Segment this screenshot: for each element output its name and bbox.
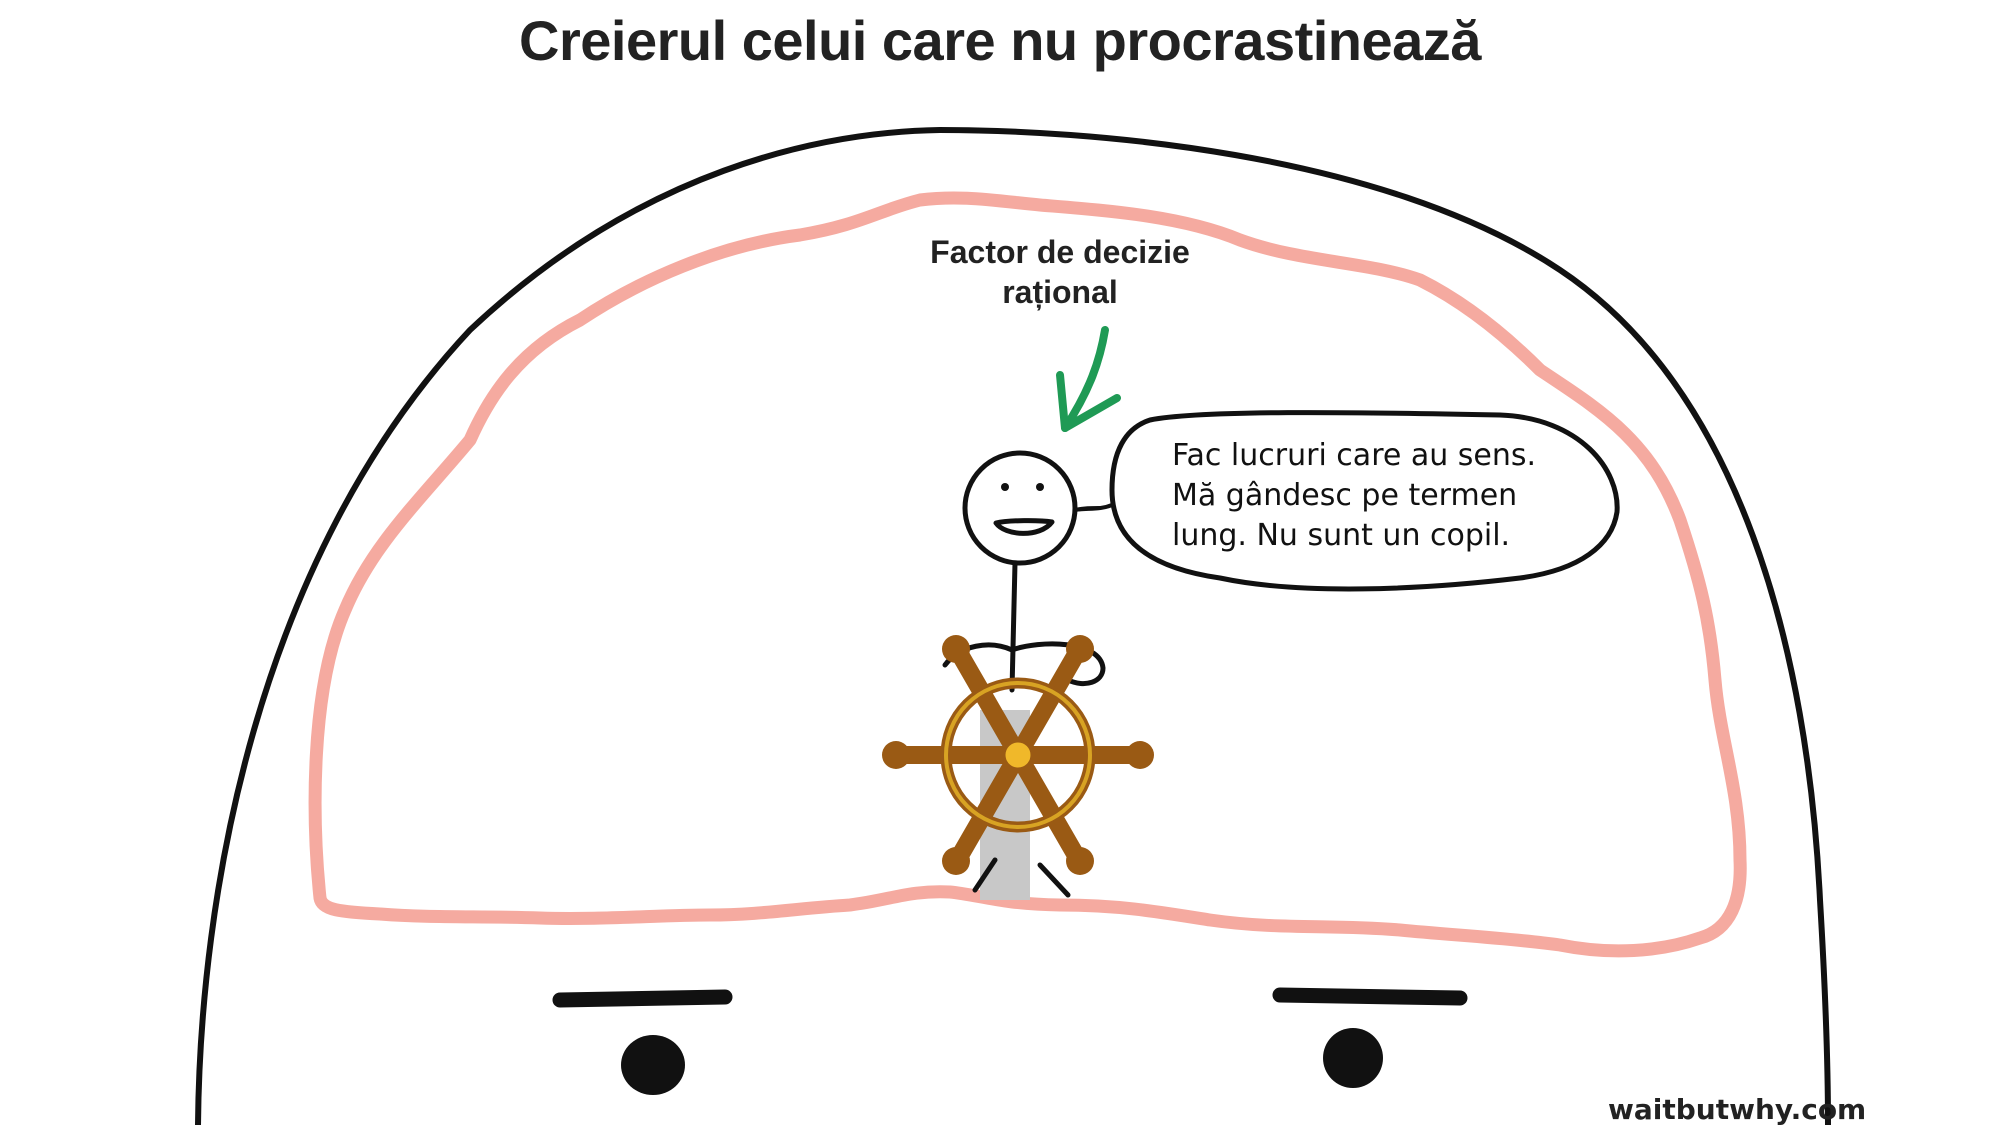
speech-line-3: lung. Nu sunt un copil. bbox=[1172, 518, 1511, 553]
rational-decision-maker-label: Factor de decizie rațional bbox=[860, 232, 1260, 312]
speech-line-2: Mă gândesc pe termen bbox=[1172, 478, 1518, 513]
head-outline bbox=[195, 126, 1831, 1125]
ship-wheel-icon bbox=[882, 635, 1154, 875]
left-eyebrow bbox=[552, 989, 733, 1008]
brain-outline bbox=[308, 191, 1747, 958]
right-eye bbox=[1323, 1028, 1383, 1088]
stick-figure bbox=[942, 450, 1106, 898]
label-line-1: Factor de decizie bbox=[930, 234, 1190, 270]
arrow-icon bbox=[1056, 326, 1121, 432]
speech-line-1: Fac lucruri care au sens. bbox=[1172, 438, 1537, 473]
watermark: waitbutwhy.com bbox=[1608, 1093, 1867, 1126]
speech-text: Fac lucruri care au sens. Mă gândesc pe … bbox=[1172, 436, 1592, 556]
left-eye bbox=[621, 1035, 685, 1095]
label-line-2: rațional bbox=[1002, 274, 1118, 310]
page-title: Creierul celui care nu procrastinează bbox=[519, 9, 1481, 72]
right-eyebrow bbox=[1272, 987, 1468, 1006]
speech-bubble bbox=[1109, 410, 1620, 592]
